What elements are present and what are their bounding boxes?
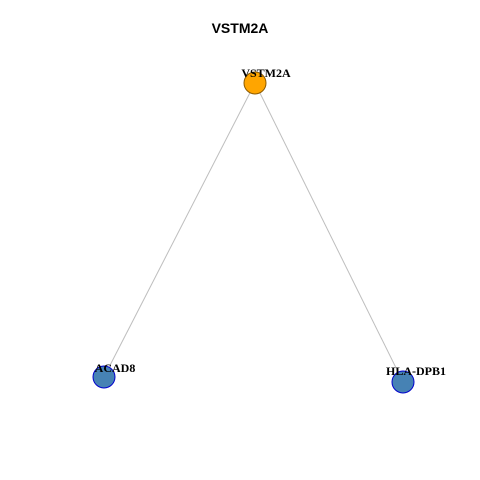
edge-vstm2a-hla-dpb1 <box>254 82 404 383</box>
node-hla-dpb1[interactable] <box>391 370 415 394</box>
edge-vstm2a-acad8 <box>103 82 256 378</box>
node-vstm2a[interactable] <box>243 71 267 95</box>
label-layer: VSTM2A ACAD8 HLA-DPB1 <box>95 66 446 378</box>
edge-layer <box>103 82 404 383</box>
node-label-acad8: ACAD8 <box>95 361 136 375</box>
node-layer <box>92 71 415 394</box>
node-acad8[interactable] <box>92 365 116 389</box>
node-label-vstm2a: VSTM2A <box>241 66 291 80</box>
graph-title: VSTM2A <box>211 20 269 36</box>
node-label-hla-dpb1: HLA-DPB1 <box>386 364 446 378</box>
